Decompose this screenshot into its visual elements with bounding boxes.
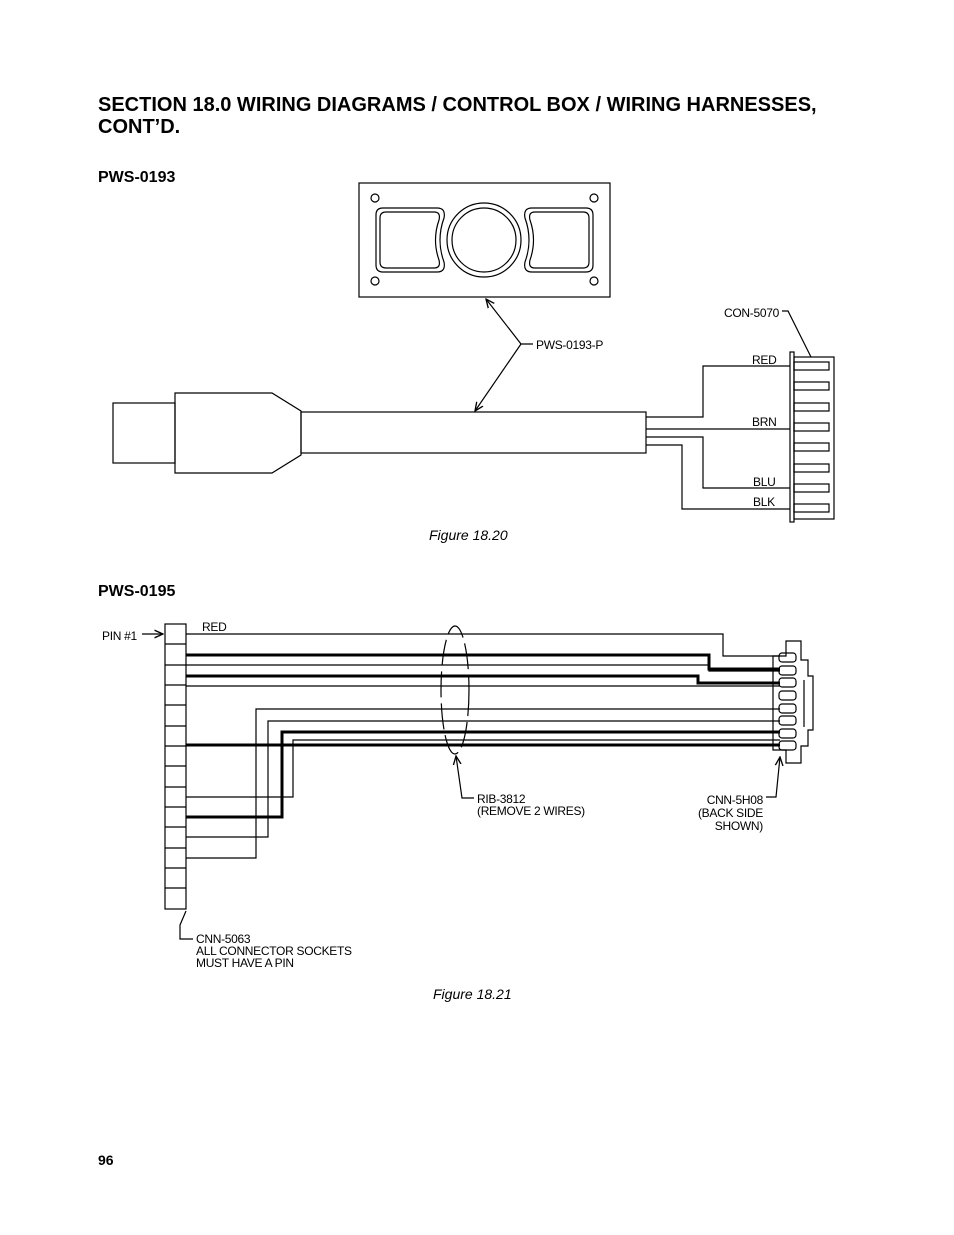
wire-label-blk: BLK — [753, 495, 775, 509]
left-connector-label-3: MUST HAVE A PIN — [196, 956, 294, 970]
ribbon-label-1: RIB-3812 — [477, 792, 526, 806]
wire-label-blu: BLU — [753, 475, 775, 489]
wire-label-brn: BRN — [752, 415, 776, 429]
right-connector-label-1: CNN-5H08 — [707, 793, 764, 807]
right-connector-label-2: (BACK SIDE — [698, 806, 763, 820]
figure-18-21: PIN #1 CNN-5063 ALL CONNECTOR SOCKETS MU… — [102, 620, 814, 970]
switch-panel-plate — [358, 182, 611, 298]
connector-cnn-5h08: CNN-5H08 (BACK SIDE SHOWN) — [698, 640, 814, 833]
part-label: PWS-0193-P — [536, 338, 603, 352]
wire-label-red-2: RED — [202, 620, 227, 634]
page-number: 96 — [98, 1152, 114, 1168]
left-connector-label-2: ALL CONNECTOR SOCKETS — [196, 944, 352, 958]
ribbon-wires: RED RIB-3812 (REMOVE 2 WIRES) — [186, 620, 780, 859]
figure-heading-pws-0195: PWS-0195 — [98, 583, 176, 600]
wires: RED BRN BLU BLK — [646, 353, 790, 510]
wire-label-red: RED — [752, 353, 777, 367]
ribbon-label-2: (REMOVE 2 WIRES) — [477, 804, 585, 818]
right-connector-label-3: SHOWN) — [715, 819, 763, 833]
section-title: SECTION 18.0 WIRING DIAGRAMS / CONTROL B… — [98, 94, 817, 138]
figure-18-20: PWS-0193-P RED BRN BLU BLK CON-50 — [112, 182, 835, 523]
connector-cnn-5063: PIN #1 CNN-5063 ALL CONNECTOR SOCKETS MU… — [102, 623, 352, 970]
connector-label: CON-5070 — [724, 306, 780, 320]
cable-plug — [112, 392, 647, 474]
left-connector-label-1: CNN-5063 — [196, 932, 251, 946]
connector-con-5070: CON-5070 — [724, 306, 835, 523]
part-callout: PWS-0193-P — [475, 299, 604, 411]
figure-caption-18-20: Figure 18.20 — [429, 527, 508, 543]
figure-caption-18-21: Figure 18.21 — [433, 986, 512, 1002]
figure-heading-pws-0193: PWS-0193 — [98, 169, 176, 186]
pin1-label: PIN #1 — [102, 629, 138, 643]
